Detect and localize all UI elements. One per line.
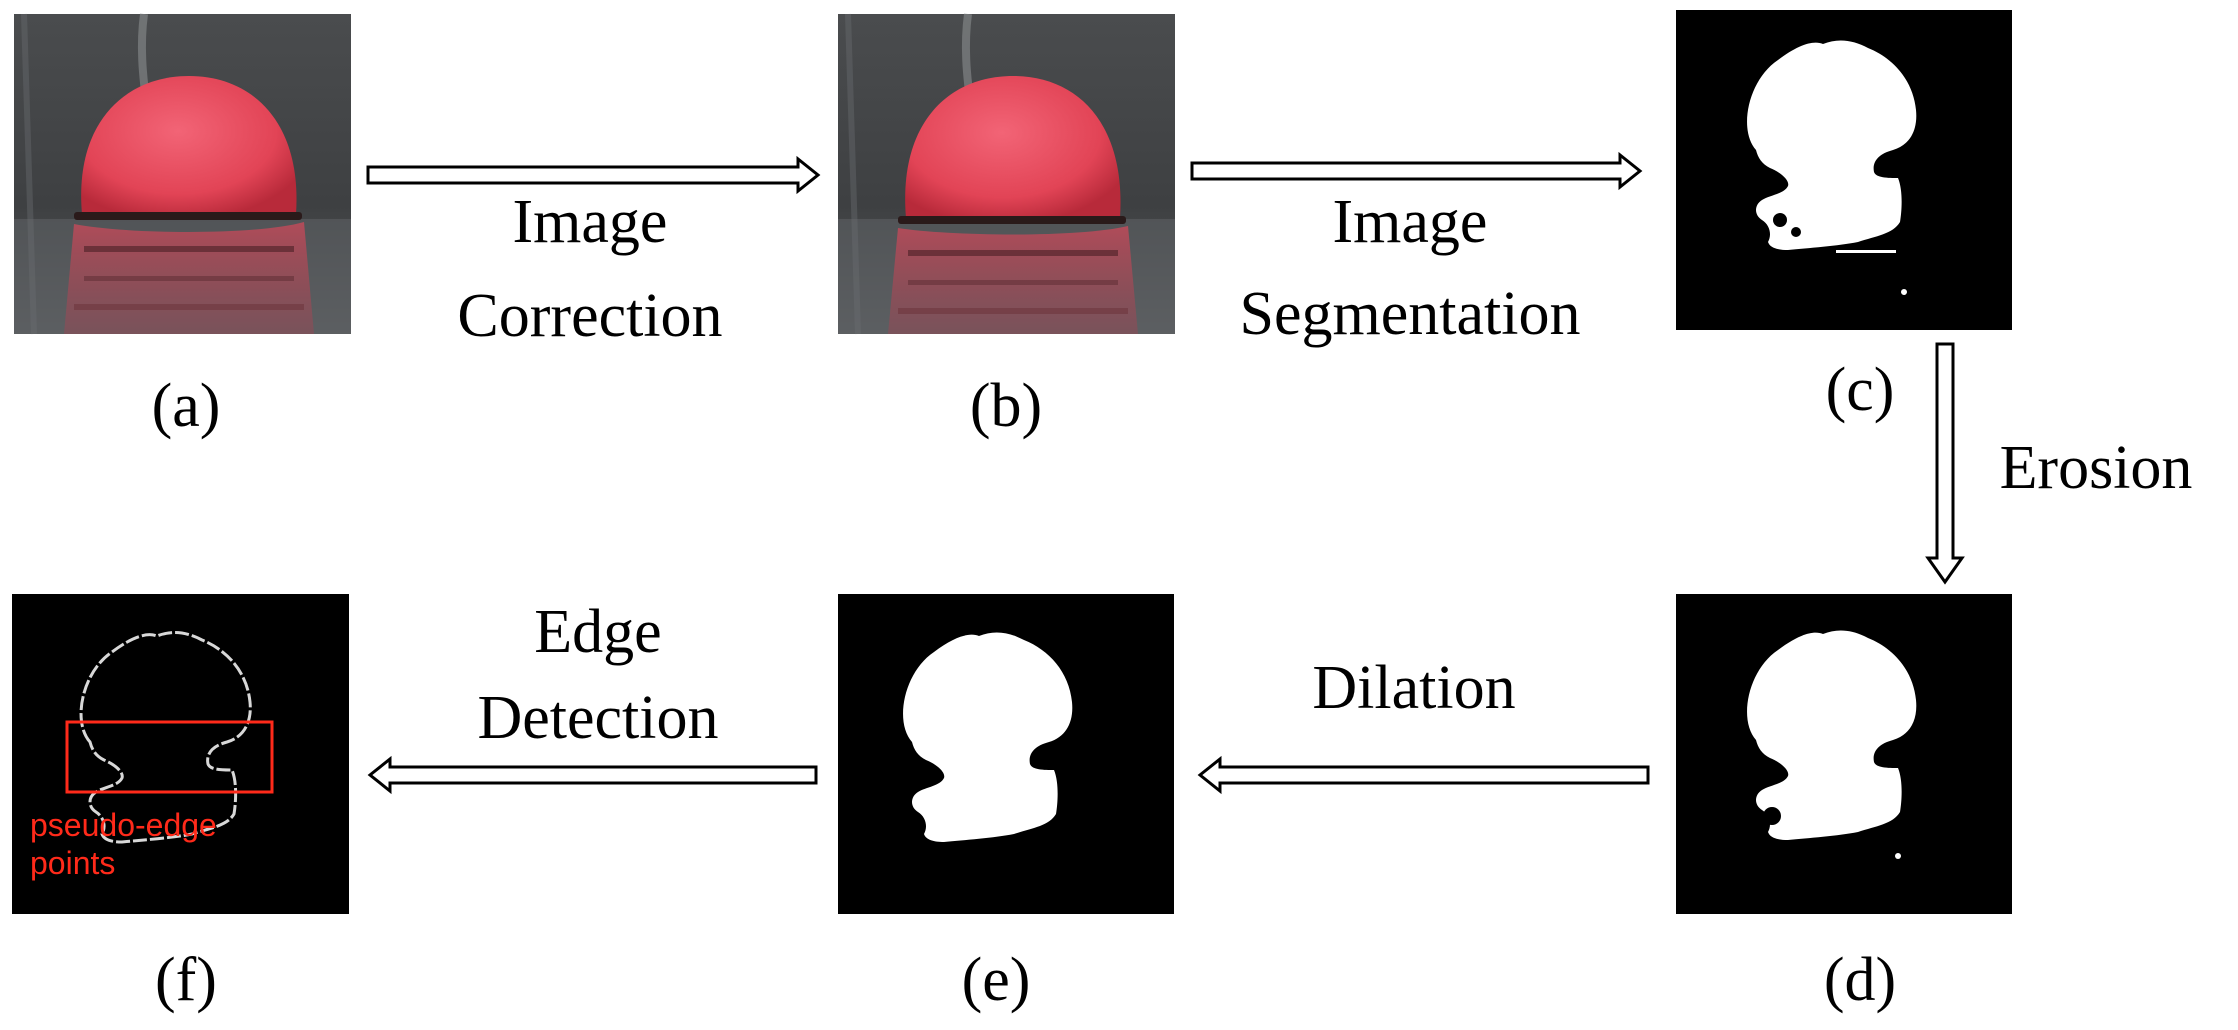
arrow-edge-detection [367,755,818,795]
caption-d: (d) [1824,946,1896,1014]
caption-e: (e) [962,946,1031,1014]
step-edge-line1: Edge [534,598,661,666]
panel-e-mask [838,594,1174,914]
step-correction-line2: Correction [457,282,722,350]
step-dilation: Dilation [1312,654,1515,722]
caption-b: (b) [970,372,1042,440]
step-edge-line2: Detection [477,684,718,752]
caption-f: (f) [155,946,217,1014]
panel-d-mask [1676,594,2012,914]
panel-c-mask [1676,10,2012,330]
panel-f-edges: pseudo-edge points [12,594,349,914]
annotation-line1: pseudo-edge [30,807,217,843]
caption-c: (c) [1826,356,1895,424]
caption-a: (a) [152,372,221,440]
arrow-segmentation [1190,151,1643,191]
pseudo-edge-box [65,720,274,794]
arrow-erosion [1925,342,1965,585]
panel-a-photo [14,13,351,335]
panel-b-photo [838,13,1175,335]
arrow-dilation [1197,755,1650,795]
step-correction-line1: Image [513,188,668,256]
step-erosion: Erosion [2000,434,2193,502]
annotation-line2: points [30,845,115,881]
step-segmentation-line1: Image [1333,188,1488,256]
arrow-correction [366,155,821,195]
step-segmentation-line2: Segmentation [1240,280,1581,348]
